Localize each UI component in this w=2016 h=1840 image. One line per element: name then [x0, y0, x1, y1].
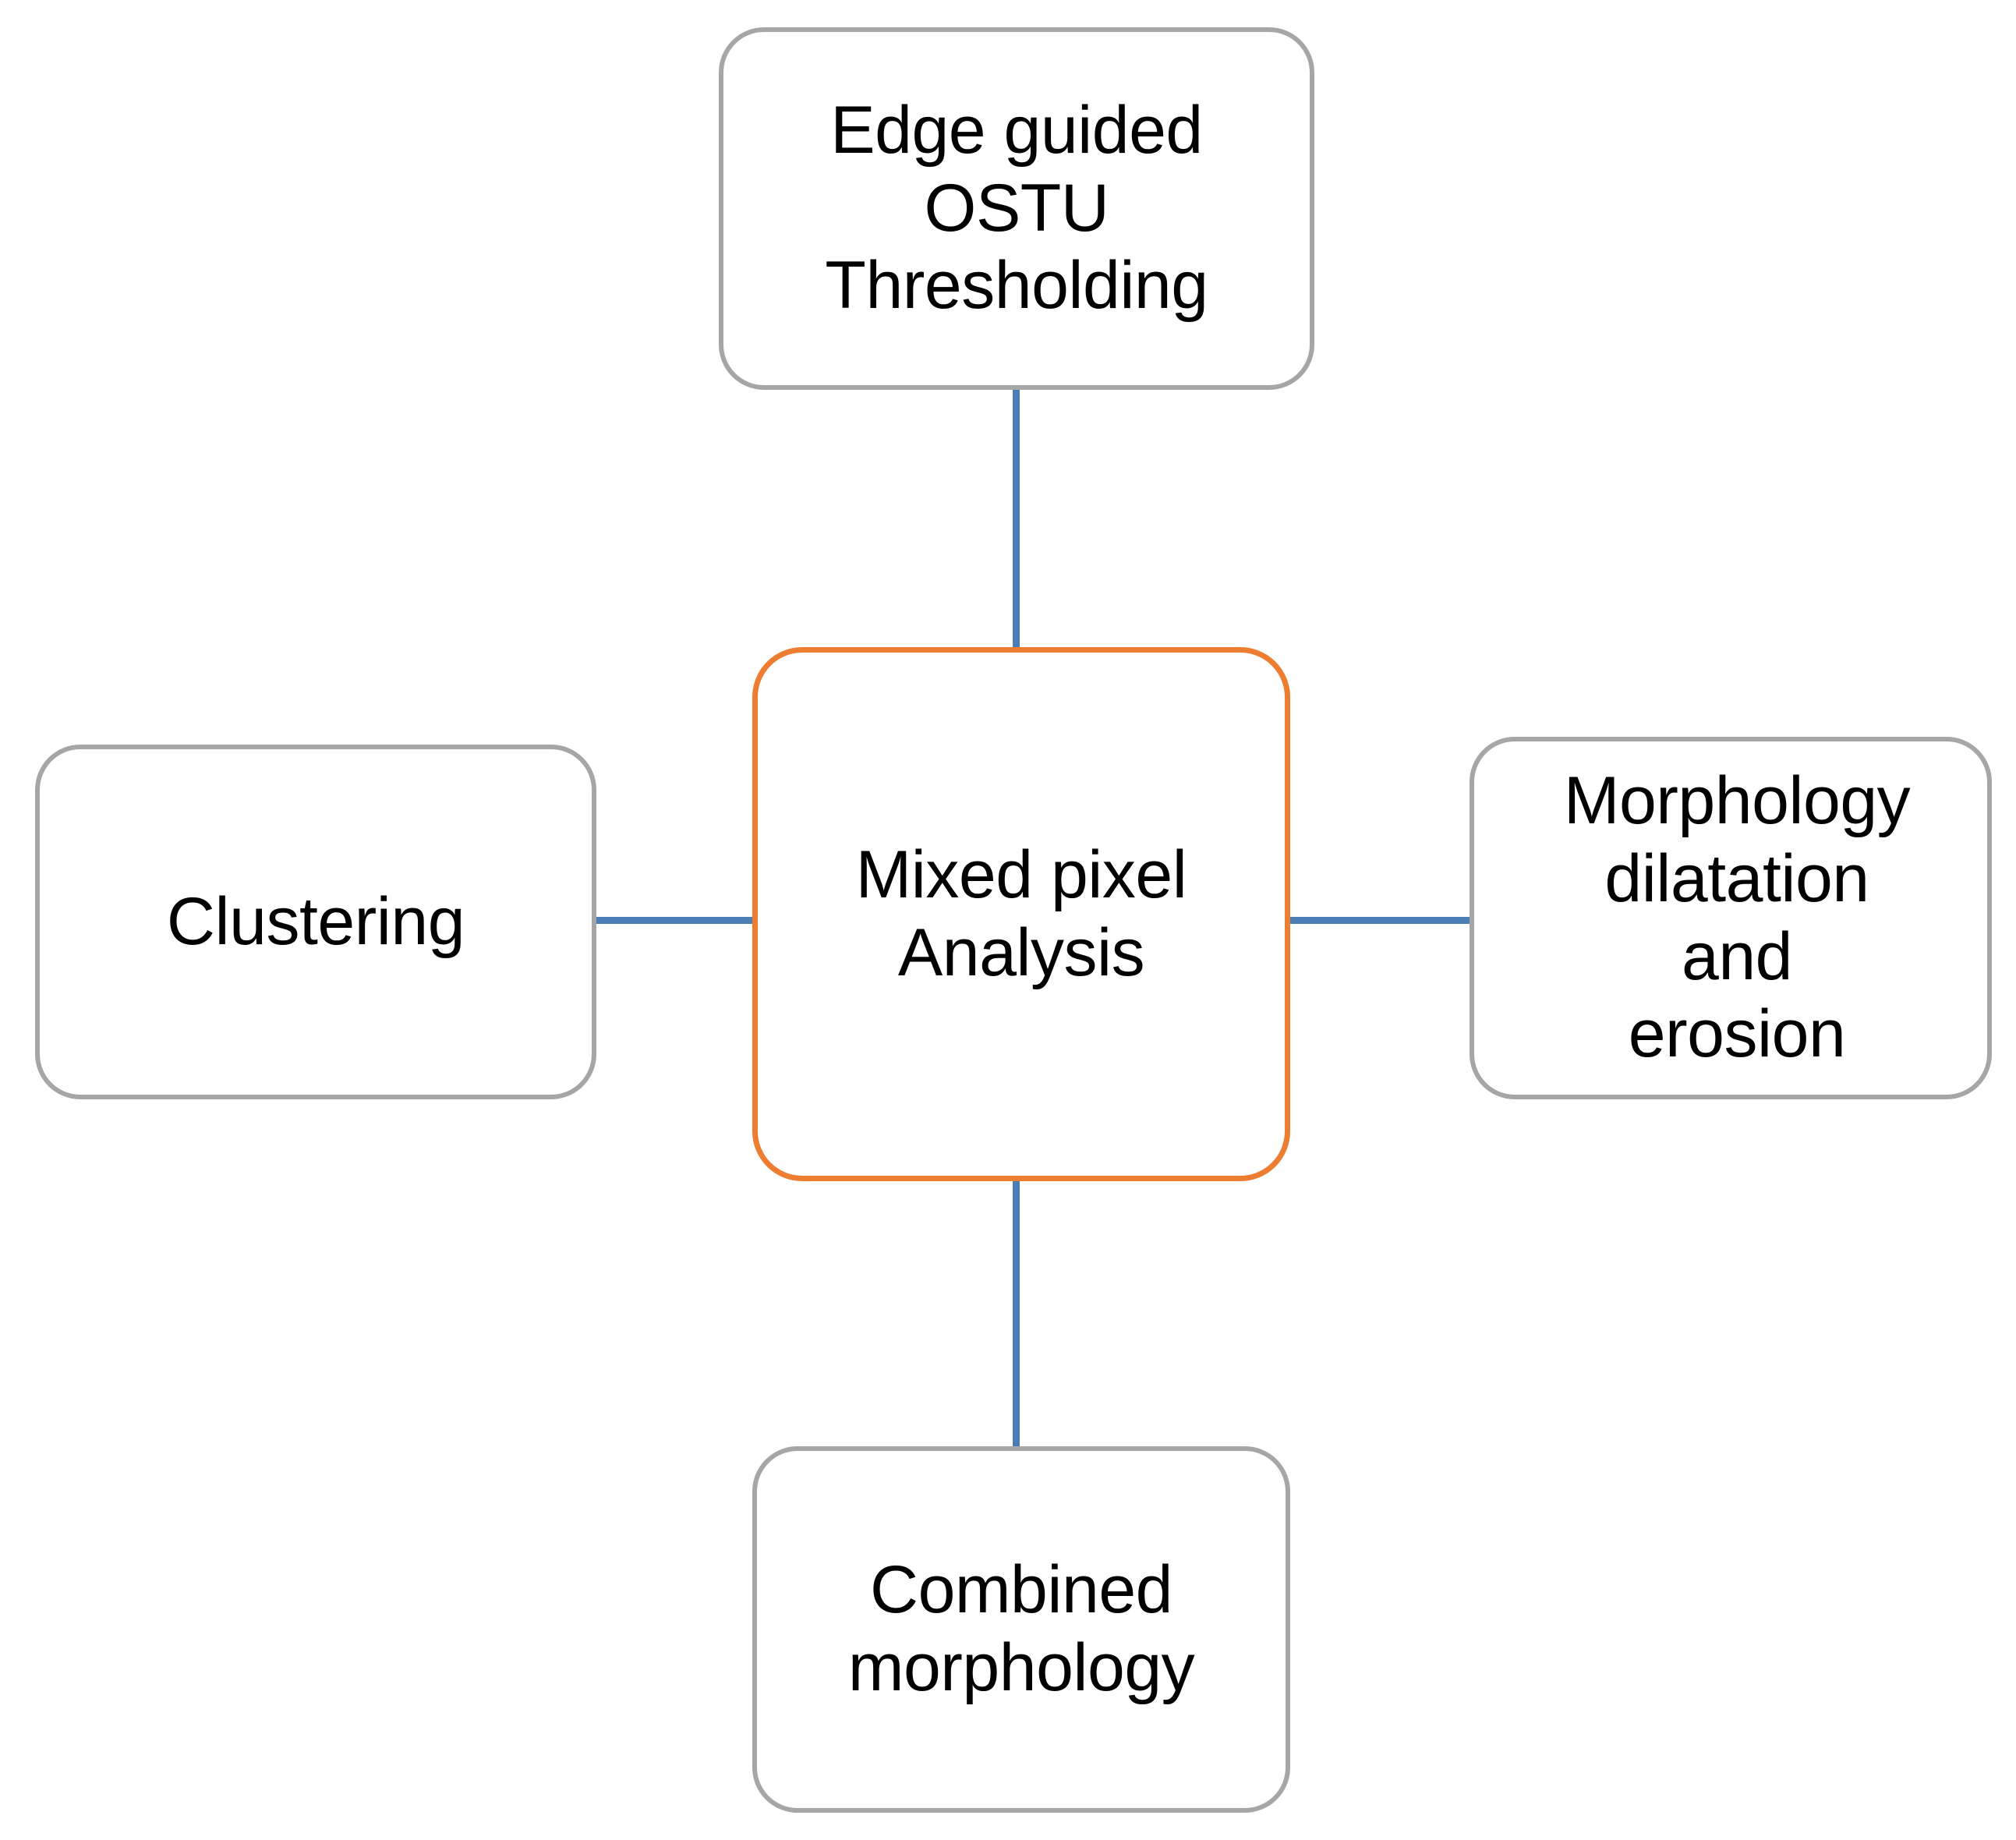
connector-center-to-bottom — [1013, 1179, 1020, 1450]
node-clustering[interactable]: Clustering — [35, 745, 596, 1099]
node-label-clustering: Clustering — [166, 883, 465, 959]
node-mixed-pixel-analysis[interactable]: Mixed pixel Analysis — [752, 647, 1290, 1181]
node-label-combined-morphology: Combined morphology — [847, 1552, 1195, 1705]
node-combined-morphology[interactable]: Combined morphology — [752, 1446, 1290, 1813]
connector-center-to-right — [1286, 917, 1473, 924]
node-label-morphology-dilatation-and-erosion: Morphology dilatation and erosion — [1563, 763, 1911, 1072]
connector-center-to-left — [594, 917, 756, 924]
node-edge-guided-ostu-thresholding[interactable]: Edge guided OSTU Thresholding — [719, 27, 1314, 390]
node-label-edge-guided-ostu-thresholding: Edge guided OSTU Thresholding — [825, 92, 1208, 324]
node-label-mixed-pixel-analysis: Mixed pixel Analysis — [855, 837, 1187, 990]
connector-center-to-top — [1013, 390, 1020, 651]
node-morphology-dilatation-and-erosion[interactable]: Morphology dilatation and erosion — [1470, 737, 1992, 1099]
